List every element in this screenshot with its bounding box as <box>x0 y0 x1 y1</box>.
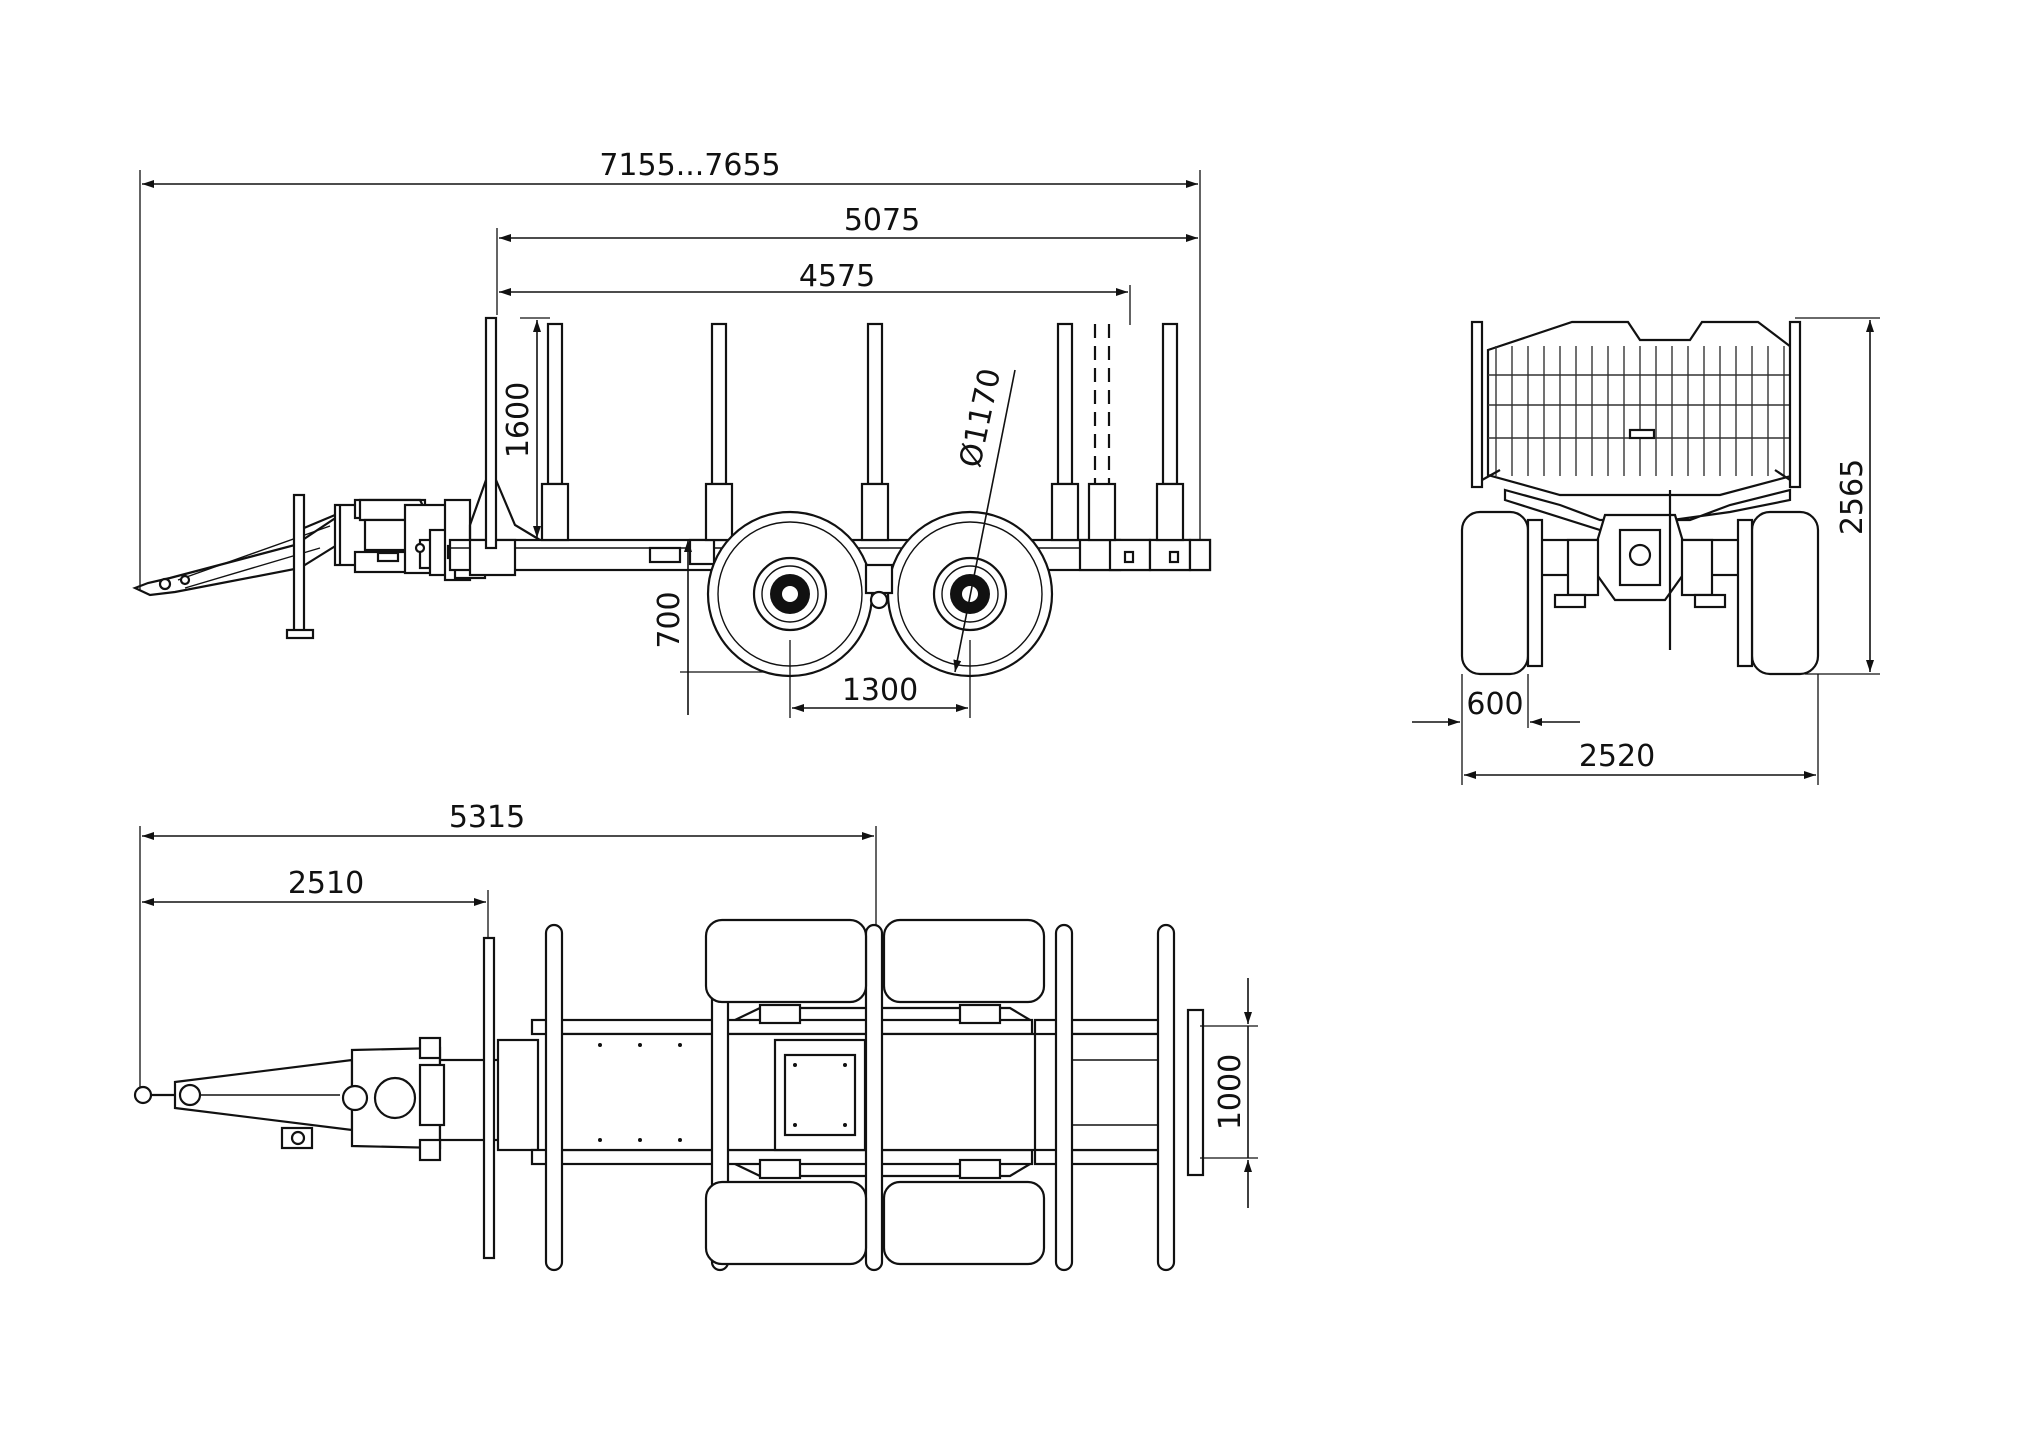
stake <box>1155 322 1185 542</box>
rear-view-tyres <box>1460 510 1820 676</box>
dim-stake-height-label: 1600 <box>501 382 536 458</box>
stake-extendable <box>1087 324 1117 542</box>
rear-view: 2565 600 2520 <box>1412 317 1880 785</box>
dim-axle-spacing-label: 1300 <box>842 673 918 708</box>
dim-drawbar-length-label: 5315 <box>449 800 525 835</box>
dim-total-height-label: 2565 <box>1835 459 1870 535</box>
dim-stake-height: 1600 <box>501 317 550 538</box>
dim-tyre-width-label: 600 <box>1466 687 1523 722</box>
dim-ground-clearance: 700 <box>652 540 790 715</box>
dim-frame-width-label: 1000 <box>1213 1054 1248 1130</box>
frame-top-holes <box>598 1043 847 1142</box>
dim-total-width: 2520 <box>1464 674 1819 785</box>
dim-ground-clearance-label: 700 <box>652 591 687 648</box>
dim-bunk-span-outer-label: 5075 <box>844 203 920 238</box>
dim-drawbar-to-bunk: 2510 <box>142 866 489 940</box>
stake <box>860 322 890 542</box>
dim-frame-width: 1000 <box>1200 978 1258 1208</box>
bunks-top <box>482 923 1176 1272</box>
dim-tyre-width: 600 <box>1412 674 1580 785</box>
dim-bunk-span-inner: 4575 <box>499 259 1131 325</box>
dim-bunk-span-inner-label: 4575 <box>799 259 875 294</box>
dim-overall-length: 7155...7655 <box>139 148 1201 590</box>
dim-drawbar-length: 5315 <box>139 800 877 1090</box>
tyres-top <box>704 918 1046 1266</box>
dim-wheel-diameter-label: Ø1170 <box>953 365 1008 470</box>
drawbar-side <box>132 493 487 640</box>
dim-total-height: 2565 <box>1795 317 1880 675</box>
rear-view-bunk <box>1470 320 1802 497</box>
dim-bunk-span-outer: 5075 <box>496 203 1198 315</box>
dim-total-width-label: 2520 <box>1579 739 1655 774</box>
dim-overall-length-label: 7155...7655 <box>599 148 780 183</box>
dim-axle-spacing: 1300 <box>789 640 971 718</box>
dim-drawbar-to-bunk-label: 2510 <box>288 866 364 901</box>
stake <box>704 322 734 542</box>
stake <box>540 322 570 542</box>
stakes <box>540 322 1185 542</box>
frame-top <box>530 1003 1205 1180</box>
stake <box>1050 322 1080 542</box>
top-view: 5315 2510 <box>133 800 1258 1272</box>
side-view: 7155...7655 5075 4575 1600 <box>132 148 1212 718</box>
drawbar-top <box>133 1036 540 1162</box>
